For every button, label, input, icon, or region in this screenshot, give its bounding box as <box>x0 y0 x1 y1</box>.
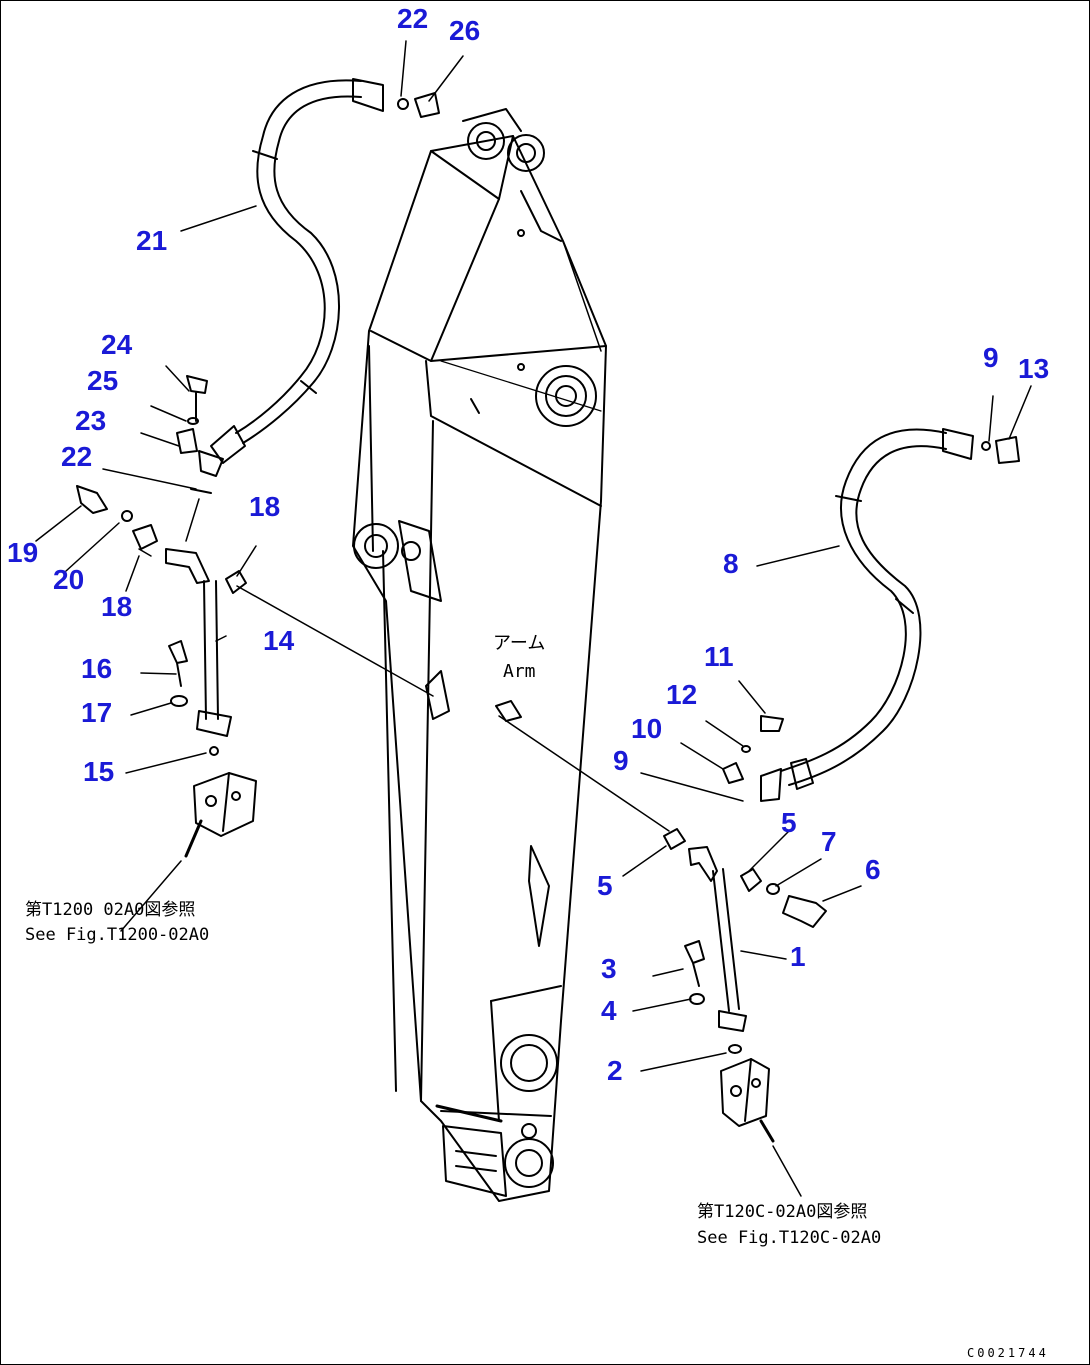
callout-24[interactable]: 24 <box>101 329 133 360</box>
hose-8 <box>760 428 974 802</box>
callout-16[interactable]: 16 <box>81 653 113 684</box>
callout-21[interactable]: 21 <box>136 225 168 256</box>
callout-10[interactable]: 10 <box>631 713 663 744</box>
callout-9-top[interactable]: 9 <box>983 342 999 373</box>
ref-right-jp: 第T120C-02A0図参照 <box>697 1202 868 1222</box>
callout-22-left[interactable]: 22 <box>61 441 93 472</box>
callout-25[interactable]: 25 <box>87 365 119 396</box>
callout-23[interactable]: 23 <box>75 405 107 436</box>
callout-5-left[interactable]: 5 <box>597 870 613 901</box>
callout-12[interactable]: 12 <box>666 679 698 710</box>
callout-11[interactable]: 11 <box>704 641 734 672</box>
callout-2[interactable]: 2 <box>607 1055 623 1086</box>
pipe-14 <box>35 40 464 932</box>
callout-18-left[interactable]: 18 <box>101 591 133 622</box>
callout-7[interactable]: 7 <box>821 826 837 857</box>
callout-15[interactable]: 15 <box>83 756 115 787</box>
ref-left-en: See Fig.T1200-02A0 <box>25 925 210 945</box>
callout-13[interactable]: 13 <box>1018 353 1050 384</box>
callout-18-right[interactable]: 18 <box>249 491 281 522</box>
callout-8[interactable]: 8 <box>723 548 739 579</box>
callout-6[interactable]: 6 <box>865 854 881 885</box>
callout-3[interactable]: 3 <box>601 953 617 984</box>
hose-21 <box>198 78 384 477</box>
callout-26[interactable]: 26 <box>449 15 481 46</box>
callout-20[interactable]: 20 <box>53 564 85 595</box>
arm-label-en: Arm <box>503 661 536 682</box>
callout-9-bottom[interactable]: 9 <box>613 745 629 776</box>
drawing-code: C0021744 <box>967 1346 1049 1360</box>
callout-5-right[interactable]: 5 <box>781 807 797 838</box>
callout-17[interactable]: 17 <box>81 697 113 728</box>
callout-1[interactable]: 1 <box>790 941 806 972</box>
pipe-1 <box>498 385 1032 1197</box>
callout-14[interactable]: 14 <box>263 625 295 656</box>
callout-4[interactable]: 4 <box>601 995 617 1026</box>
callout-19[interactable]: 19 <box>7 537 39 568</box>
arm-label-jp: アーム <box>493 633 546 654</box>
arm-body <box>352 108 607 1202</box>
callout-22[interactable]: 22 <box>397 3 429 34</box>
ref-right-en: See Fig.T120C-02A0 <box>697 1228 882 1248</box>
ref-left-jp: 第T1200 02A0図参照 <box>25 900 196 920</box>
